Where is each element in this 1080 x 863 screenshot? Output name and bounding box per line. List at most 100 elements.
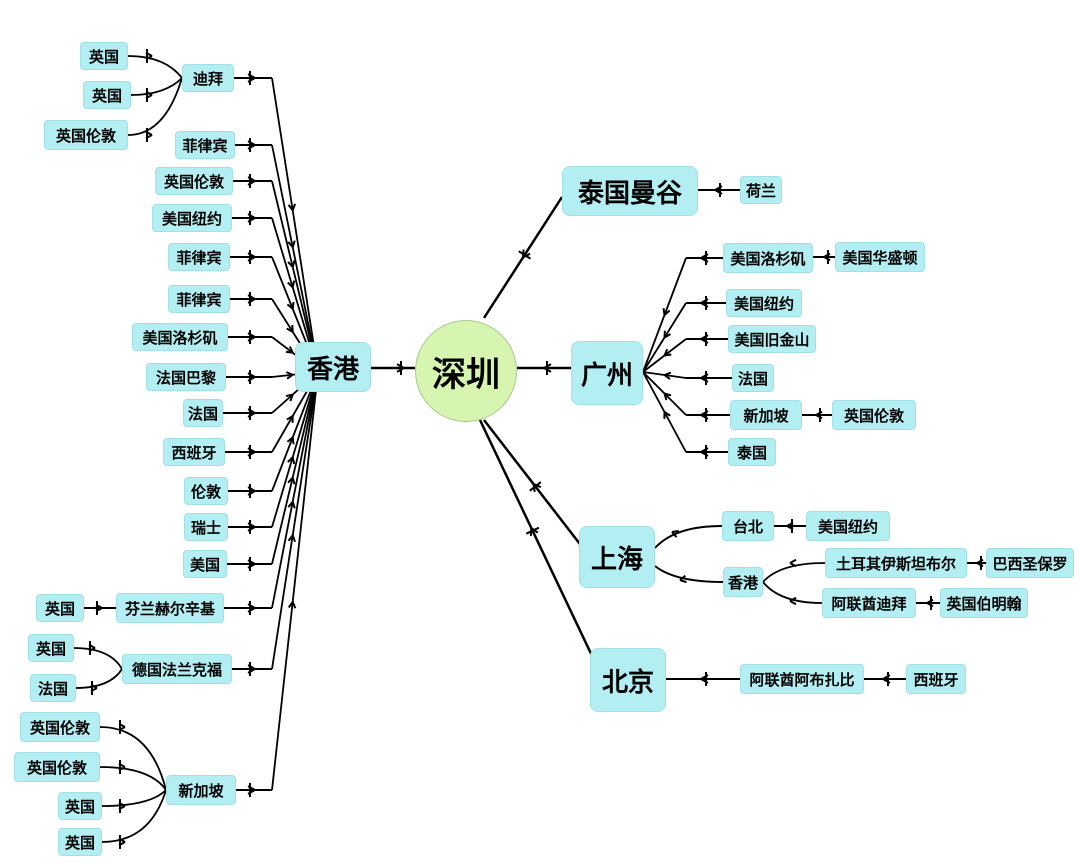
arrow-mark <box>118 722 126 732</box>
arrow-mark <box>247 176 256 186</box>
hk-singapore-uk-1[interactable]: 英国 <box>58 792 102 820</box>
arrow-mark <box>882 674 891 684</box>
gz-losangeles[interactable]: 美国洛杉矶 <box>723 243 813 273</box>
sh-uae-dubai[interactable]: 阿联酋迪拜 <box>822 588 916 618</box>
root-node-shenzhen[interactable]: 深圳 <box>415 320 517 422</box>
arrow-mark <box>700 298 709 308</box>
gz-sanfrancisco[interactable]: 美国旧金山 <box>728 325 816 353</box>
sh-taipei[interactable]: 台北 <box>722 511 774 541</box>
hk-newyork[interactable]: 美国纽约 <box>152 204 232 232</box>
arrow-mark <box>287 280 296 289</box>
arrow-mark <box>247 664 256 674</box>
arrow-mark <box>287 456 296 465</box>
hk-spain[interactable]: 西班牙 <box>163 438 225 466</box>
hk-london[interactable]: 英国伦敦 <box>155 167 233 195</box>
arrow-mark <box>287 534 296 543</box>
gz-singapore[interactable]: 新加坡 <box>730 400 802 430</box>
sh-hongkong[interactable]: 香港 <box>723 567 763 597</box>
hk-philippines-1[interactable]: 菲律宾 <box>175 131 235 159</box>
arrow-mark <box>663 348 672 357</box>
connector <box>127 77 183 136</box>
arrow-mark <box>247 213 256 223</box>
bj-abudhabi[interactable]: 阿联酋阿布扎比 <box>740 664 864 694</box>
sh-taipei-newyork[interactable]: 美国纽约 <box>806 511 890 541</box>
arrow-mark <box>700 253 709 263</box>
arrow-mark <box>247 73 256 83</box>
arrow-mark <box>662 308 671 316</box>
arrow-mark <box>88 643 96 653</box>
gz-france[interactable]: 法国 <box>732 364 774 392</box>
sh-saopaulo[interactable]: 巴西圣保罗 <box>986 548 1074 578</box>
connector <box>271 371 319 609</box>
hk-singapore-london-2[interactable]: 英国伦敦 <box>14 752 100 782</box>
arrow-mark <box>700 674 709 684</box>
hub-guangzhou[interactable]: 广州 <box>571 341 643 405</box>
arrow-mark <box>789 596 797 606</box>
hk-paris[interactable]: 法国巴黎 <box>146 363 226 391</box>
hk-losangeles[interactable]: 美国洛杉矶 <box>132 323 228 351</box>
hub-beijing[interactable]: 北京 <box>590 648 666 712</box>
arrow-mark <box>145 51 153 61</box>
hk-helsinki[interactable]: 芬兰赫尔辛基 <box>116 593 224 623</box>
hk-frankfurt-uk[interactable]: 英国 <box>28 634 74 662</box>
connector <box>654 525 723 549</box>
bj-spain[interactable]: 西班牙 <box>906 664 966 694</box>
connector <box>130 77 183 96</box>
hk-helsinki-uk[interactable]: 英国 <box>36 594 84 622</box>
arrow-mark <box>700 410 709 420</box>
arrow-mark <box>285 371 294 380</box>
arrow-mark <box>663 330 671 339</box>
arrow-mark <box>247 332 256 342</box>
arrow-mark <box>95 603 103 613</box>
hk-dubai[interactable]: 迪拜 <box>182 64 234 92</box>
arrow-mark <box>287 240 296 248</box>
arrow-mark <box>287 601 297 609</box>
arrow-mark <box>247 294 256 304</box>
connector <box>271 371 319 528</box>
gz-thailand[interactable]: 泰国 <box>728 438 776 466</box>
hk-singapore-uk-2[interactable]: 英国 <box>58 828 102 856</box>
hk-philippines-3[interactable]: 菲律宾 <box>168 285 230 313</box>
hub-hongkong[interactable]: 香港 <box>295 342 371 392</box>
hub-bangkok[interactable]: 泰国曼谷 <box>562 166 698 216</box>
hk-usa[interactable]: 美国 <box>183 550 227 578</box>
hk-switzerland[interactable]: 瑞士 <box>184 513 228 541</box>
hub-shanghai[interactable]: 上海 <box>579 526 655 588</box>
hk-dubai-uk-2[interactable]: 英国 <box>83 81 131 109</box>
connector <box>271 371 319 670</box>
hk-france[interactable]: 法国 <box>183 399 223 427</box>
connector <box>99 726 167 791</box>
arrow-mark <box>786 521 794 531</box>
arrow-mark <box>286 301 295 310</box>
connector <box>75 668 123 689</box>
arrow-mark <box>789 558 797 568</box>
arrow-mark <box>247 408 256 418</box>
hk-philippines-2[interactable]: 菲律宾 <box>168 243 230 271</box>
arrow-tick <box>518 250 532 260</box>
arrow-mark <box>247 522 256 532</box>
connector <box>99 766 167 791</box>
hk-frankfurt-france[interactable]: 法国 <box>30 674 76 702</box>
sh-birmingham[interactable]: 英国伯明翰 <box>940 588 1028 618</box>
arrow-mark <box>118 762 126 772</box>
arrow-mark <box>247 372 256 382</box>
sh-istanbul[interactable]: 土耳其伊斯坦布尔 <box>825 548 967 578</box>
hk-dubai-uk-1[interactable]: 英国 <box>80 42 128 70</box>
arrow-mark <box>247 447 256 457</box>
hk-frankfurt[interactable]: 德国法兰克福 <box>122 654 232 684</box>
connector <box>478 419 596 661</box>
connector <box>127 55 183 79</box>
arrow-mark <box>671 529 679 538</box>
hk-london-2[interactable]: 伦敦 <box>184 477 228 505</box>
hk-dubai-london[interactable]: 英国伦敦 <box>44 120 128 150</box>
gz-singapore-london[interactable]: 英国伦敦 <box>832 400 916 430</box>
connector <box>271 77 319 373</box>
gz-newyork[interactable]: 美国纽约 <box>726 289 802 317</box>
gz-washington[interactable]: 美国华盛顿 <box>835 242 925 272</box>
arrow-mark <box>287 260 296 268</box>
hk-singapore-london-1[interactable]: 英国伦敦 <box>20 712 100 742</box>
bkk-netherlands[interactable]: 荷兰 <box>740 176 782 204</box>
hk-singapore[interactable]: 新加坡 <box>166 775 236 805</box>
arrow-mark <box>90 683 98 693</box>
